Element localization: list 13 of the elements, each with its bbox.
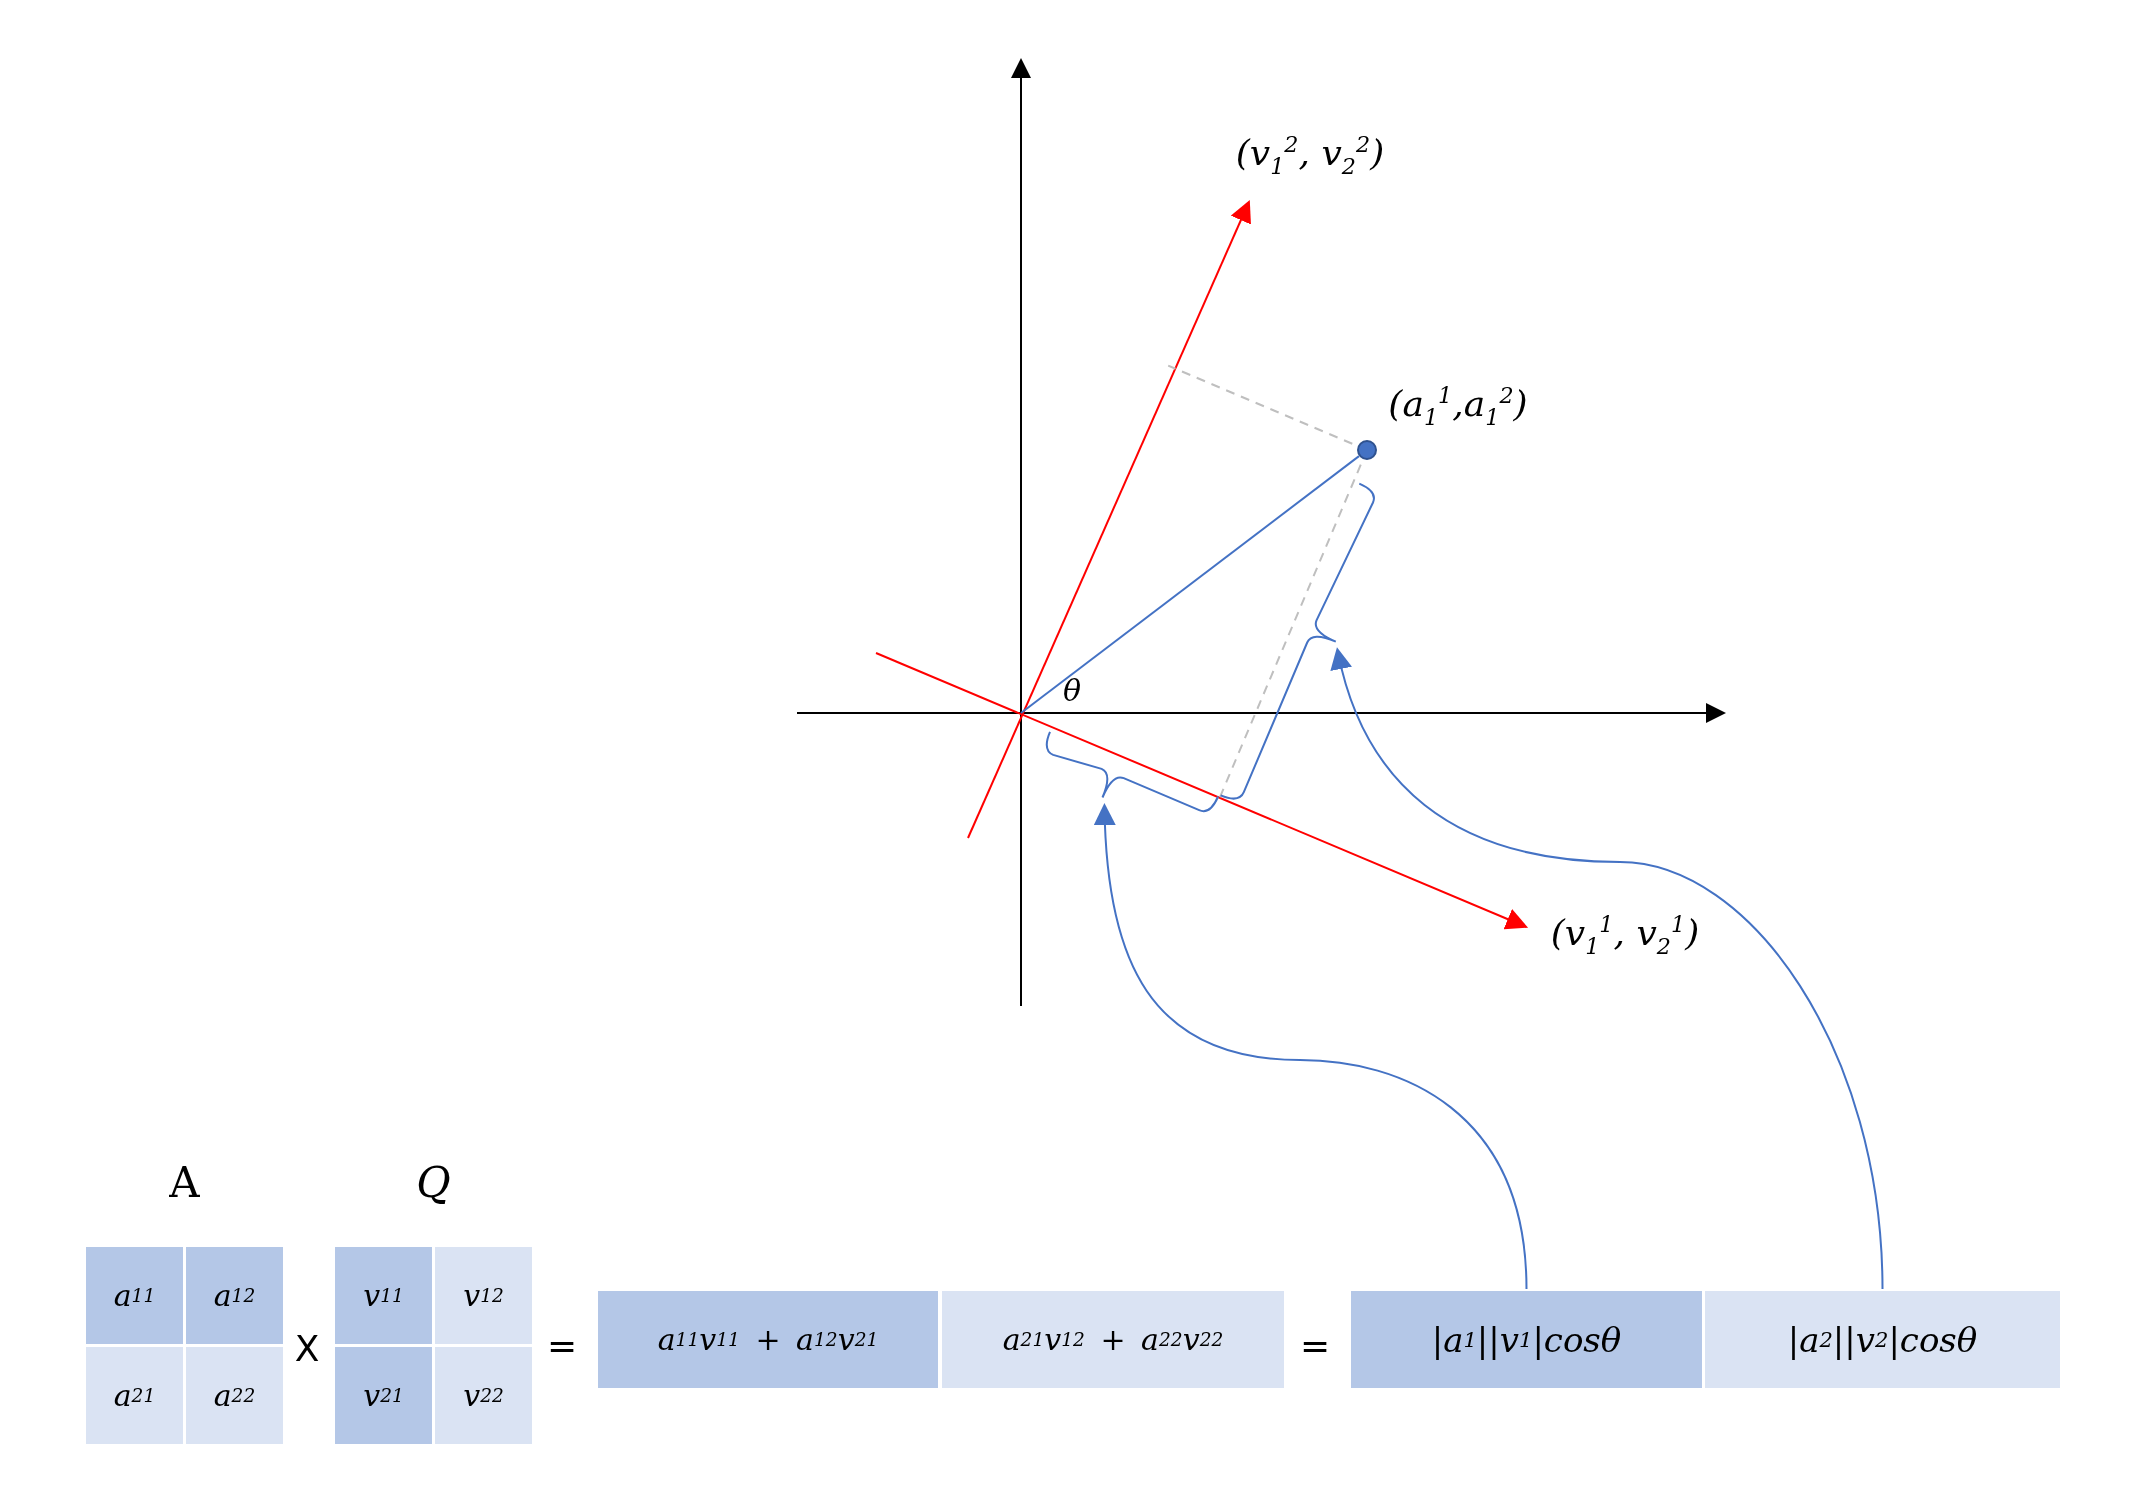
vector-label: (v$_{1}$$^{2}$, v$_{2}$$^{2}$) bbox=[1235, 131, 1385, 179]
curved-arrow bbox=[1094, 803, 1528, 1290]
vector-label: (v$_{1}$$^{1}$, v$_{2}$$^{1}$) bbox=[1550, 911, 1700, 959]
equals-sign: = bbox=[1299, 1324, 1331, 1366]
equals-sign: = bbox=[546, 1324, 578, 1366]
curly-brace bbox=[1045, 730, 1220, 813]
matrix-label: A bbox=[168, 1158, 201, 1207]
matrix-label: Q bbox=[415, 1158, 452, 1207]
point-label: (a$_{1}$$^{1}$,a$_{1}$$^{2}$) bbox=[1388, 382, 1528, 430]
data-point bbox=[1357, 440, 1377, 460]
angle-label: θ bbox=[1062, 672, 1082, 708]
curved-arrow bbox=[1331, 647, 1884, 1290]
multiply-sign: X bbox=[294, 1327, 320, 1369]
